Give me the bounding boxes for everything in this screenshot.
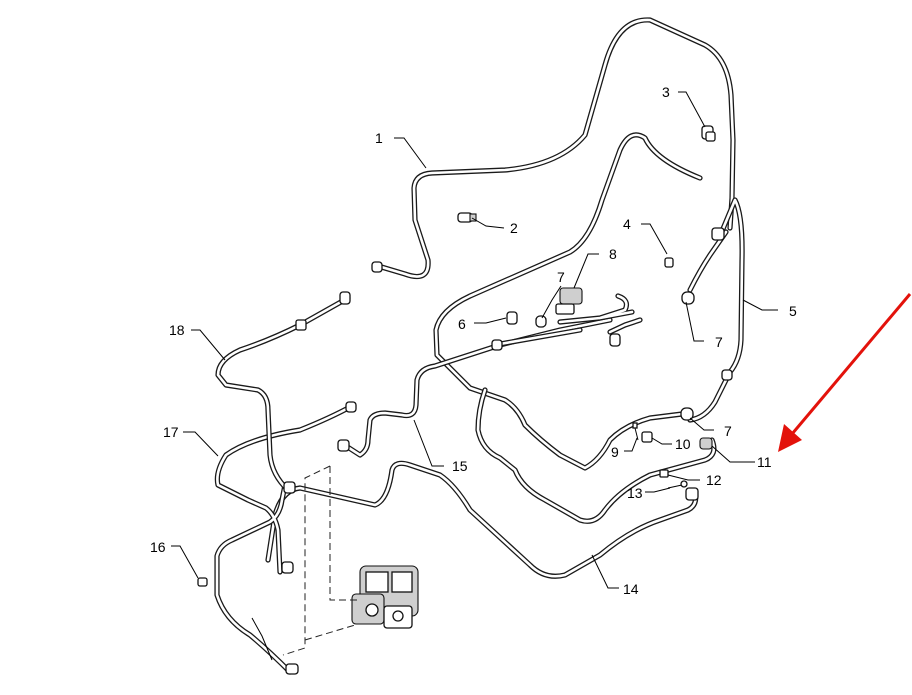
hose-11 xyxy=(475,387,717,524)
assembly-guide-lines xyxy=(282,465,360,656)
callout-10: 10 xyxy=(675,436,691,452)
leader-lines xyxy=(171,91,778,589)
hose-5 xyxy=(687,197,745,423)
clamp-7b-icon xyxy=(681,291,695,305)
components xyxy=(197,125,733,675)
callout-2: 2 xyxy=(510,220,518,236)
callout-17: 17 xyxy=(163,424,179,440)
callout-9: 9 xyxy=(611,444,619,460)
callout-labels: 1 2 3 4 5 6 7 7 7 8 9 10 11 12 13 14 15 … xyxy=(150,84,797,597)
callout-16: 16 xyxy=(150,539,166,555)
callout-7-upper: 7 xyxy=(557,269,565,285)
callout-18: 18 xyxy=(169,322,185,338)
clamp-7c-icon xyxy=(680,407,694,421)
highlight-arrow xyxy=(778,293,912,452)
bolt-13-icon xyxy=(667,480,688,489)
callout-5: 5 xyxy=(789,303,797,319)
highlight-arrow-shaft xyxy=(790,293,912,435)
pump-assembly xyxy=(351,565,419,629)
callout-13: 13 xyxy=(627,485,643,501)
hose-inner-loop xyxy=(433,132,729,471)
callout-14: 14 xyxy=(623,581,639,597)
fitting-2-icon xyxy=(457,212,477,223)
callout-7-lower: 7 xyxy=(724,423,732,439)
hose-1 xyxy=(375,17,736,280)
callout-1: 1 xyxy=(375,130,383,146)
callout-11: 11 xyxy=(757,454,772,470)
callout-15: 15 xyxy=(452,458,468,474)
hose-15 xyxy=(343,317,613,458)
fitting-3-icon xyxy=(701,125,716,142)
callout-12: 12 xyxy=(706,472,722,488)
nut-10-icon xyxy=(641,431,653,443)
sensor-lead xyxy=(251,617,273,661)
callout-7-right: 7 xyxy=(715,334,723,350)
hose-14 xyxy=(265,460,699,579)
hose-18 xyxy=(215,295,351,493)
bolt-9-icon xyxy=(632,422,639,441)
valve-8-icon xyxy=(555,287,583,315)
clamp-7a-icon xyxy=(535,315,547,328)
clamp-6-icon xyxy=(506,311,518,325)
callout-4: 4 xyxy=(623,216,631,232)
callout-3: 3 xyxy=(662,84,670,100)
fitting-11-icon xyxy=(699,437,713,450)
fitting-16-icon xyxy=(197,577,208,587)
hose-ends xyxy=(281,227,733,675)
callout-8: 8 xyxy=(609,246,617,262)
callout-6: 6 xyxy=(458,316,466,332)
cap-12-icon xyxy=(659,469,669,478)
highlight-arrow-head xyxy=(778,424,802,452)
tee-manifold xyxy=(497,293,643,347)
clip-4-icon xyxy=(664,257,674,268)
